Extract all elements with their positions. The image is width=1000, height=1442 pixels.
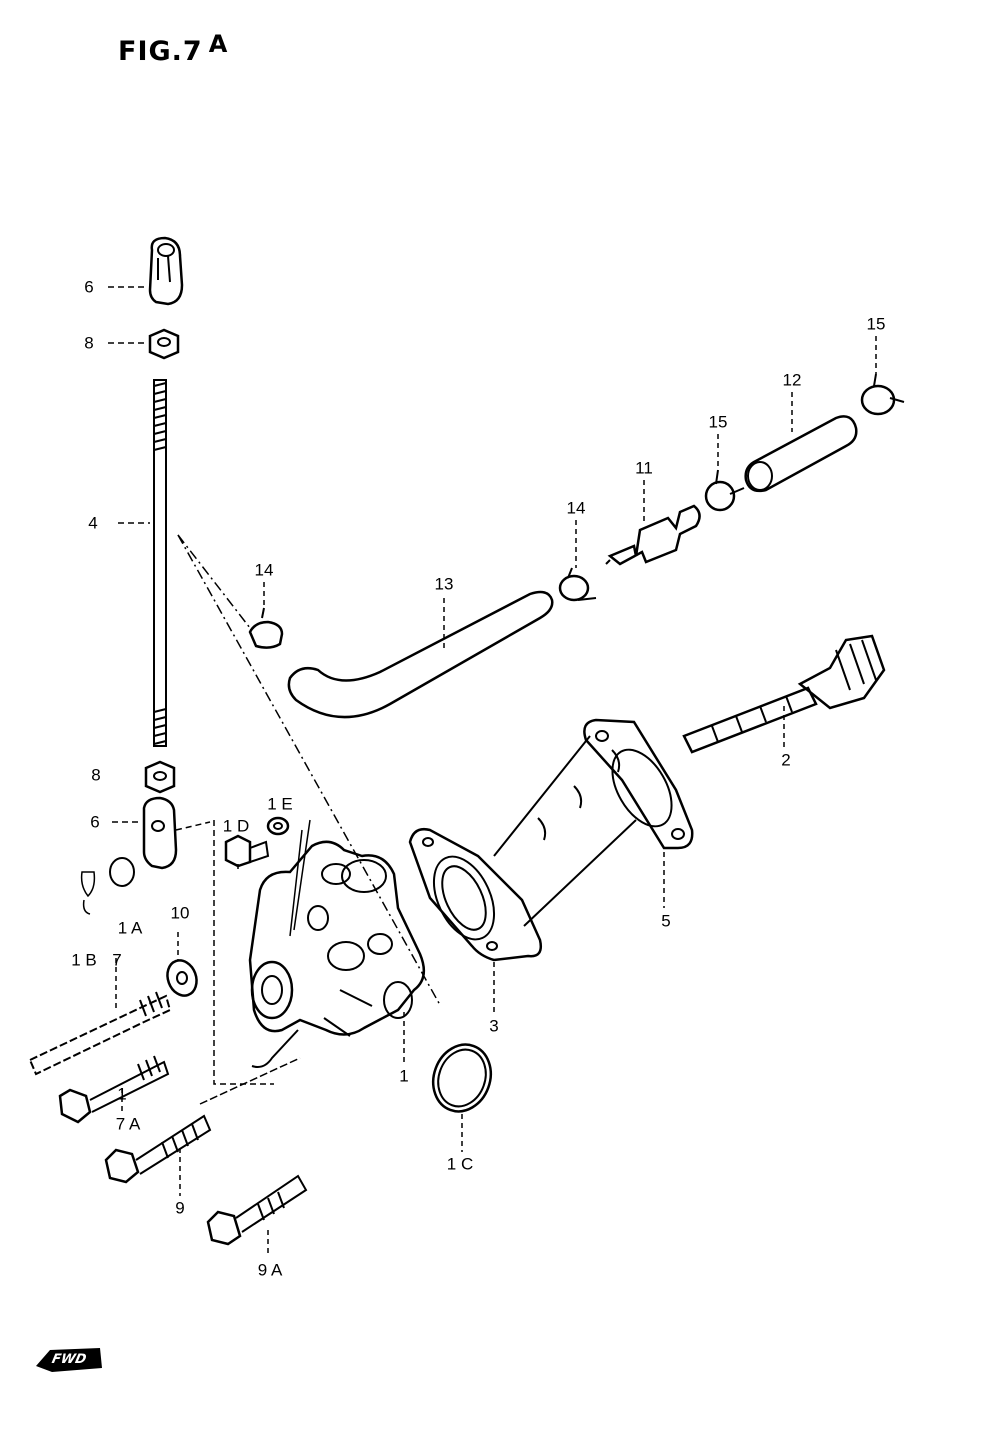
part-15-clamp-b	[860, 373, 905, 416]
label-part-7: 7	[112, 950, 122, 970]
label-part-1-low: 1	[117, 1084, 127, 1104]
label-part-12: 12	[782, 370, 802, 390]
part-3-housing	[408, 735, 637, 962]
label-part-9: 9	[175, 1198, 185, 1218]
label-part-14-b: 14	[566, 498, 586, 518]
fwd-badge-text: FWD	[50, 1352, 88, 1367]
part-1d-bolt	[224, 834, 270, 868]
label-part-8-low: 8	[91, 765, 101, 785]
part-7-long-bolt	[28, 991, 172, 1076]
part-9-bolt	[104, 1114, 212, 1184]
label-part-3: 3	[489, 1016, 499, 1036]
label-part-7a: 7 A	[115, 1114, 141, 1134]
part-14-clamp-a	[248, 607, 284, 649]
part-7a-bolt	[58, 1055, 170, 1124]
part-12-tube	[744, 415, 858, 493]
label-part-5: 5	[661, 911, 671, 931]
part-10-washer	[166, 959, 198, 997]
part-8-nut-low	[144, 760, 176, 794]
part-8-nut-top	[148, 328, 180, 360]
label-part-1d: 1 D	[222, 816, 250, 836]
label-part-9a: 9 A	[257, 1260, 283, 1280]
label-part-4: 4	[88, 513, 98, 533]
label-part-1e: 1 E	[267, 794, 293, 814]
part-1c-o-ring	[431, 1043, 493, 1113]
part-1e-washer	[266, 816, 290, 836]
figure-title-text: FIG.7	[118, 36, 203, 67]
label-part-11: 11	[635, 458, 653, 478]
part-6-rod-end-top	[148, 236, 184, 306]
part-1b-clip	[80, 871, 96, 915]
label-part-1: 1	[399, 1066, 409, 1086]
label-part-8-top: 8	[84, 333, 94, 353]
fwd-arrow-icon	[36, 1348, 102, 1372]
figure-title-suffix: A	[208, 30, 229, 58]
part-5-gasket	[583, 718, 694, 850]
label-part-6-low: 6	[90, 812, 100, 832]
part-1-pump-body	[248, 840, 426, 1068]
part-9a-bolt	[206, 1174, 308, 1246]
part-13-hose	[287, 590, 554, 719]
label-part-13: 13	[434, 574, 454, 594]
label-part-1c: 1 C	[446, 1154, 474, 1174]
label-part-15-b: 15	[866, 314, 886, 334]
part-2-gear-shaft	[682, 634, 886, 754]
label-part-15-a: 15	[708, 412, 728, 432]
part-4-rod	[153, 379, 167, 747]
label-part-1b: 1 B	[71, 950, 97, 970]
label-part-2: 2	[781, 750, 791, 770]
part-6-rod-end-low	[142, 796, 211, 870]
part-14-clamp-b	[558, 567, 597, 602]
label-part-14-a: 14	[254, 560, 274, 580]
label-part-10: 10	[170, 903, 190, 923]
label-part-6-top: 6	[84, 277, 94, 297]
label-part-1a: 1 A	[117, 918, 143, 938]
part-15-clamp-a	[704, 469, 745, 512]
part-1a-washer	[109, 857, 135, 887]
part-11-fitting	[605, 504, 701, 566]
